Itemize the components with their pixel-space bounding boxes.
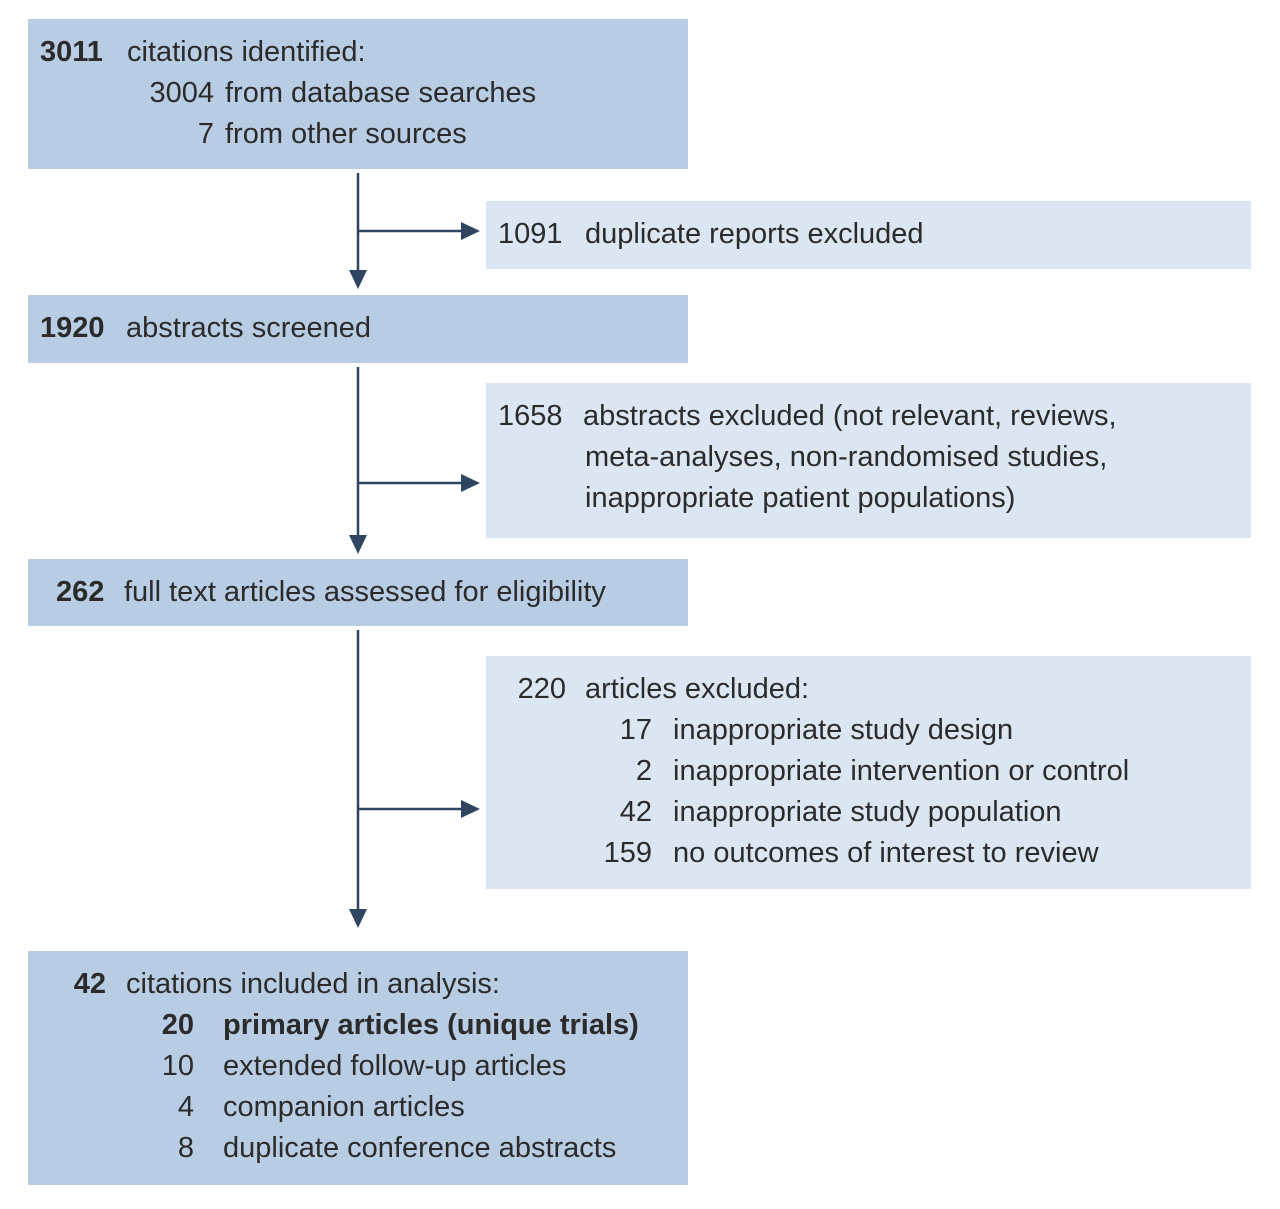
abstracts-excluded-count: 1658 xyxy=(498,400,563,432)
included-item-label: duplicate conference abstracts xyxy=(223,1132,617,1164)
screened-label: abstracts screened xyxy=(126,312,372,344)
included-item-label: primary articles (unique trials) xyxy=(223,1009,639,1041)
reason-label: inappropriate study population xyxy=(673,796,1062,828)
identified-count: 3011 xyxy=(40,36,103,68)
articles-excluded-label: articles excluded: xyxy=(585,673,810,705)
reason-count: 2 xyxy=(635,755,652,787)
included-item-count: 10 xyxy=(161,1050,194,1082)
duplicates-box: 1091 duplicate reports excluded xyxy=(486,201,1251,269)
arrowhead-right xyxy=(461,800,480,818)
included-item-label: extended follow-up articles xyxy=(223,1050,567,1082)
included-count: 42 xyxy=(73,968,106,1000)
arrowhead-right xyxy=(461,474,480,492)
articles-excluded-count: 220 xyxy=(517,673,566,705)
abstracts-excluded-line-3: inappropriate patient populations) xyxy=(585,482,1016,514)
source-count-other: 7 xyxy=(197,118,214,150)
duplicates-label: duplicate reports excluded xyxy=(585,218,924,250)
included-item-label: companion articles xyxy=(223,1091,465,1123)
reason-label: no outcomes of interest to review xyxy=(673,837,1099,869)
reason-label: inappropriate study design xyxy=(673,714,1014,746)
included-label: citations included in analysis: xyxy=(126,968,500,1000)
included-item-count: 4 xyxy=(177,1091,194,1123)
screened-count: 1920 xyxy=(40,312,105,344)
articles-excluded-box: 220 articles excluded: 17 inappropriate … xyxy=(486,656,1251,889)
fulltext-box: 262 full text articles assessed for elig… xyxy=(28,559,688,626)
reason-count: 42 xyxy=(619,796,652,828)
arrowhead-down xyxy=(349,270,367,289)
fulltext-count: 262 xyxy=(56,576,105,608)
arrowhead-down xyxy=(349,535,367,554)
source-label-other: from other sources xyxy=(225,118,467,150)
reason-label: inappropriate intervention or control xyxy=(673,755,1130,787)
abstracts-excluded-box: 1658 abstracts excluded (not relevant, r… xyxy=(486,383,1251,538)
source-label-database: from database searches xyxy=(225,77,537,109)
identified-label: citations identified: xyxy=(127,36,366,68)
identified-box: 3011 citations identified: 3004 from dat… xyxy=(28,19,688,169)
duplicates-count: 1091 xyxy=(498,218,563,250)
arrowhead-right xyxy=(461,222,480,240)
included-box: 42 citations included in analysis: 20 pr… xyxy=(28,951,688,1185)
screened-box: 1920 abstracts screened xyxy=(28,295,688,363)
reason-count: 159 xyxy=(603,837,652,869)
abstracts-excluded-line-2: meta-analyses, non-randomised studies, xyxy=(585,441,1108,473)
included-item-count: 8 xyxy=(177,1132,194,1164)
abstracts-excluded-line-1: abstracts excluded (not relevant, review… xyxy=(583,400,1117,432)
source-count-database: 3004 xyxy=(149,77,214,109)
arrowhead-down xyxy=(349,909,367,928)
included-item-count: 20 xyxy=(161,1009,194,1041)
fulltext-label: full text articles assessed for eligibil… xyxy=(124,576,606,608)
reason-count: 17 xyxy=(619,714,652,746)
